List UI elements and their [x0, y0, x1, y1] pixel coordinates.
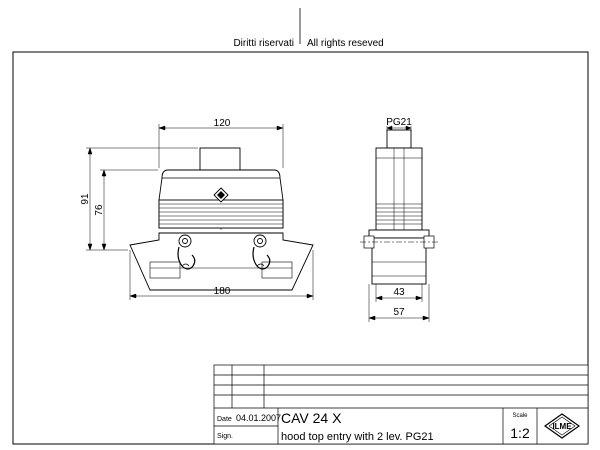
side-view	[360, 129, 438, 285]
lever-left	[177, 234, 196, 270]
ilme-logo: ILME	[543, 413, 581, 439]
dim-width-bottom: 180	[214, 286, 231, 297]
scale-value: 1:2	[510, 425, 530, 441]
date-value: 04.01.2007	[236, 413, 281, 423]
side-cable-entry	[386, 129, 412, 149]
date-label: Date	[217, 416, 232, 423]
front-view	[129, 147, 314, 291]
right-foot	[261, 261, 293, 279]
logo-text: ILME	[552, 422, 572, 431]
dim-width-side-inner: 43	[393, 287, 405, 298]
dim-height-outer: 91	[80, 193, 91, 205]
title-block	[213, 364, 589, 445]
part-description: hood top entry with 2 lev. PG21	[281, 431, 434, 443]
dim-width-side-outer: 57	[393, 307, 405, 318]
sign-label: Sign.	[217, 433, 233, 440]
front-dimensions	[86, 124, 314, 300]
left-foot	[149, 261, 181, 279]
scale-label: Scale	[512, 413, 528, 419]
side-hood-body	[375, 147, 423, 231]
hood-grooves	[158, 199, 284, 229]
side-dimensions	[368, 125, 430, 322]
lever-right	[252, 234, 271, 270]
reserved-rights-en: All rights reseved	[307, 38, 384, 49]
part-code: CAV 24 X	[281, 410, 342, 426]
reserved-rights-it: Diritti riservati	[233, 38, 294, 49]
side-base	[371, 237, 427, 285]
dim-thread: PG21	[386, 117, 412, 128]
dim-width-top: 120	[214, 118, 231, 129]
dim-height-inner: 76	[94, 204, 105, 216]
cable-entry-top	[199, 147, 241, 171]
base-housing	[129, 232, 314, 291]
side-flange	[368, 229, 430, 239]
